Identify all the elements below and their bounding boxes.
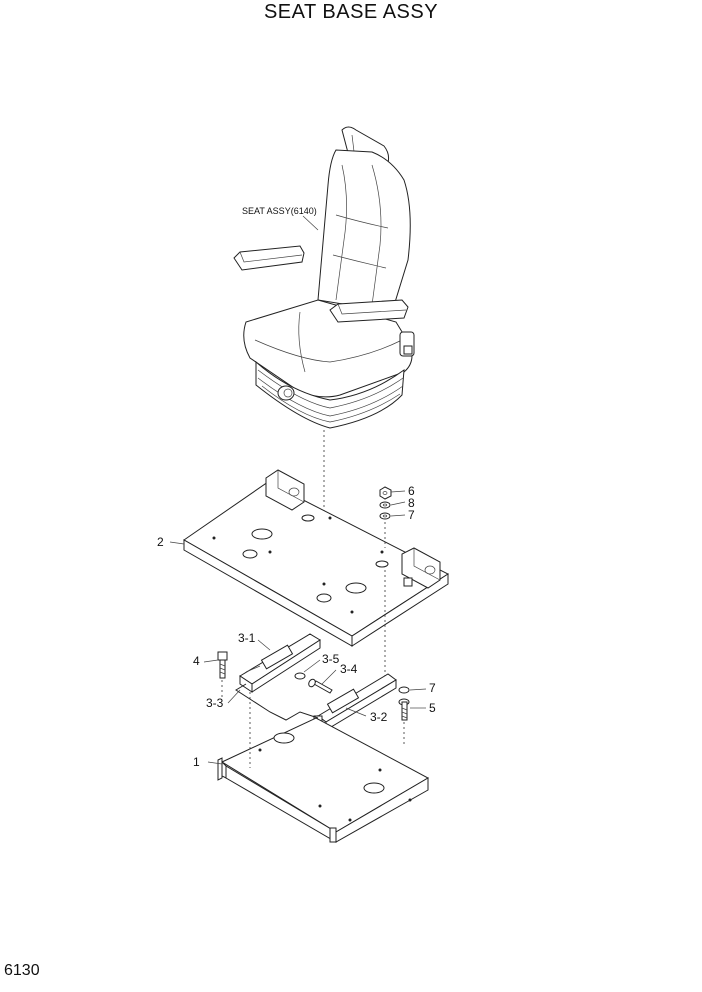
bolt-3-4 [308,678,333,694]
seat-mounting-plate [183,469,449,647]
callout-8: 8 [408,496,415,510]
page-number: 6130 [4,962,40,979]
callout-3-4: 3-4 [340,662,358,676]
callout-5: 5 [429,701,436,715]
washer-7-lower [398,686,410,694]
base-frame [217,717,430,843]
callout-7-lower: 7 [429,681,436,695]
bolt-4 [217,651,228,679]
slide-connecting-wire [235,683,319,721]
callout-3-2: 3-2 [370,710,388,724]
callout-1: 1 [193,755,200,769]
callout-2: 2 [157,535,164,549]
bolt-5 [398,698,410,721]
seat-assembly [233,126,415,429]
callout-3-1: 3-1 [238,631,256,645]
callout-3-3: 3-3 [206,696,224,710]
nut-washer-stack [379,486,392,520]
callout-7-upper: 7 [408,508,415,522]
callout-3-5: 3-5 [322,652,340,666]
washer-3-5 [294,672,306,680]
page-title: SEAT BASE ASSY [263,1,439,23]
slide-rail-right [313,673,397,731]
slide-rail-left [239,633,321,693]
callout-4: 4 [193,654,200,668]
callout-6: 6 [408,484,415,498]
seat-assy-label: SEAT ASSY(6140) [242,206,317,216]
